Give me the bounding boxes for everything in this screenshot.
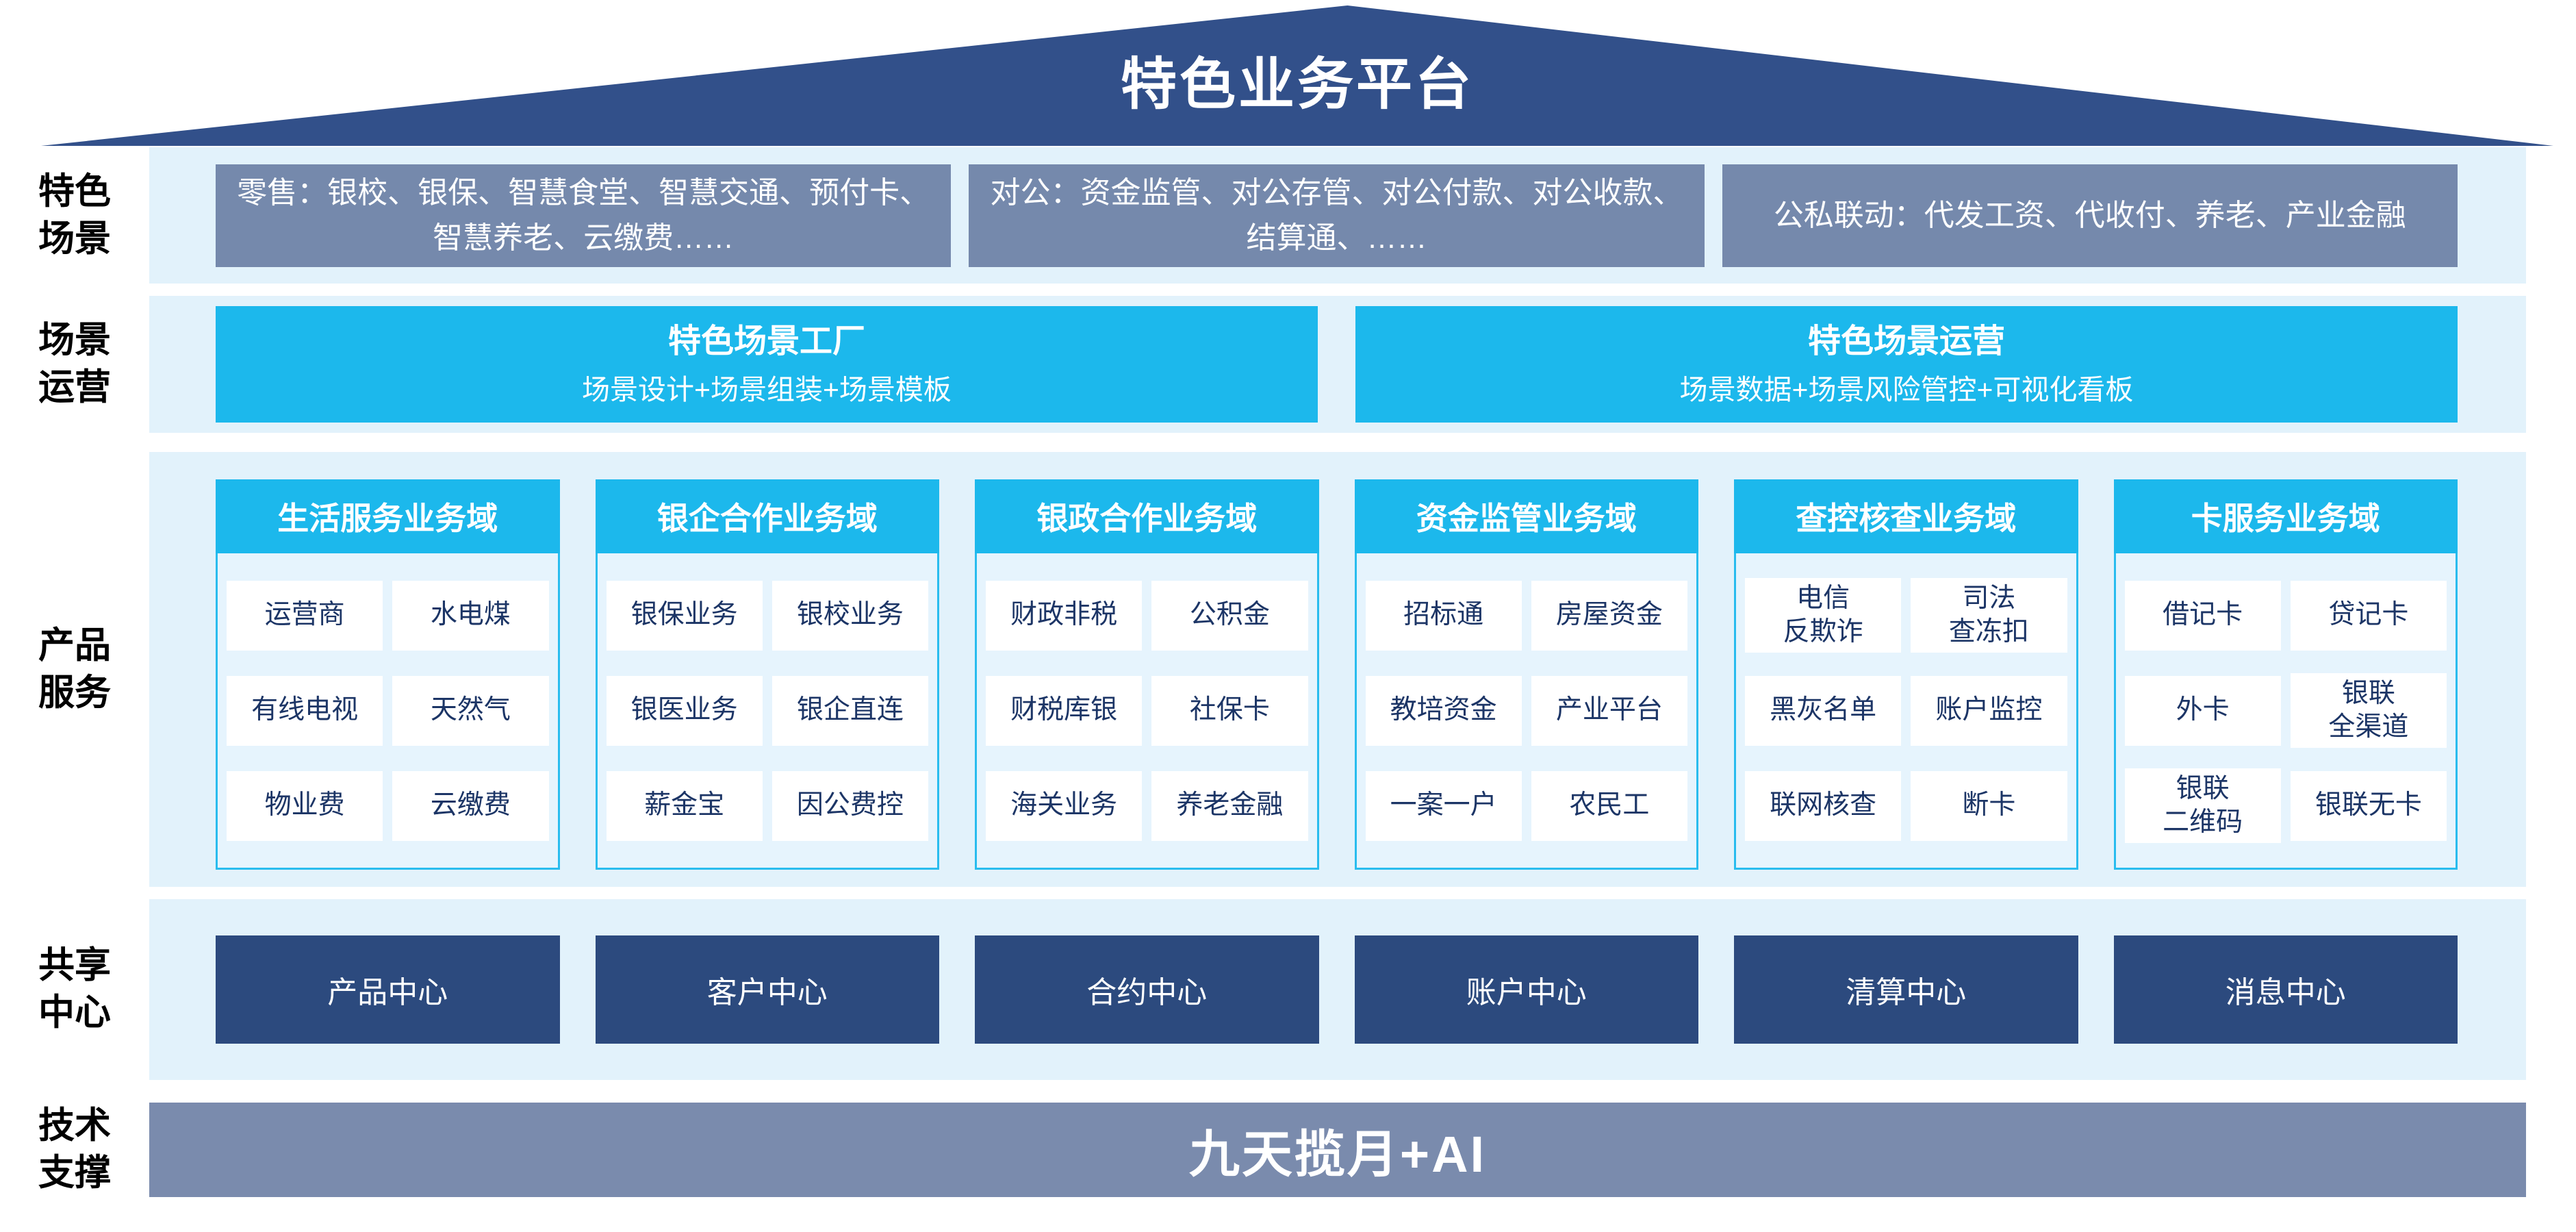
row-tech-support: 技术 支撑 九天揽月+AI (0, 1103, 2576, 1197)
row-scene-operations: 场景 运营 特色场景工厂 场景设计+场景组装+场景模板 特色场景运营 场景数据+… (0, 296, 2576, 433)
product-column-bank-enterprise: 银企合作业务域 银保业务 银校业务 银医业务 银企直连 薪金宝 因公费控 (595, 479, 939, 870)
product-cell: 断卡 (1911, 770, 2067, 841)
center-box-product: 产品中心 (216, 935, 560, 1044)
product-cell: 招标通 (1365, 580, 1522, 651)
product-column-bank-government: 银政合作业务域 财政非税 公积金 财税库银 社保卡 海关业务 养老金融 (975, 479, 1319, 870)
product-cell: 海关业务 (986, 770, 1143, 841)
product-column-fund-supervision: 资金监管业务域 招标通 房屋资金 教培资金 产业平台 一案一户 农民工 (1354, 479, 1698, 870)
side-label-products: 产品 服务 (38, 625, 111, 713)
column-body: 运营商 水电煤 有线电视 天然气 物业费 云缴费 (216, 553, 560, 870)
product-cell: 有线电视 (227, 675, 383, 746)
product-cell: 电信 反欺诈 (1745, 577, 1902, 653)
center-box-contract: 合约中心 (975, 935, 1319, 1044)
row-shared-centers: 共享 中心 产品中心 客户中心 合约中心 账户中心 清算中心 消息中心 (0, 899, 2576, 1080)
column-body: 电信 反欺诈 司法 查冻扣 黑灰名单 账户监控 联网核查 断卡 (1734, 553, 2078, 870)
product-cell: 银联无卡 (2290, 770, 2447, 841)
tech-support-bar: 九天揽月+AI (149, 1103, 2526, 1197)
product-cell: 财政非税 (986, 580, 1143, 651)
product-cell: 借记卡 (2124, 580, 2281, 651)
scene-factory-box: 特色场景工厂 场景设计+场景组装+场景模板 (216, 306, 1318, 423)
scene-box-retail: 零售：银校、银保、智慧食堂、智慧交通、预付卡、智慧养老、云缴费…… (216, 164, 952, 267)
side-label-shared: 共享 中心 (38, 945, 111, 1033)
column-body: 银保业务 银校业务 银医业务 银企直连 薪金宝 因公费控 (595, 553, 939, 870)
product-cell: 水电煤 (392, 580, 549, 651)
product-cell: 银企直连 (771, 675, 928, 746)
product-cell: 银校业务 (771, 580, 928, 651)
product-cell: 贷记卡 (2290, 580, 2447, 651)
center-box-account: 账户中心 (1354, 935, 1698, 1044)
product-cell: 教培资金 (1365, 675, 1522, 746)
column-header: 查控核查业务域 (1734, 479, 2078, 553)
shared-band: 产品中心 客户中心 合约中心 账户中心 清算中心 消息中心 (149, 899, 2526, 1080)
scene-operation-title: 特色场景运营 (1807, 323, 2005, 360)
product-cell: 司法 查冻扣 (1911, 577, 2067, 653)
column-header: 银企合作业务域 (595, 479, 939, 553)
platform-title: 特色业务平台 (1120, 53, 1474, 116)
scene-box-corporate: 对公：资金监管、对公存管、对公付款、对公收款、结算通、…… (969, 164, 1705, 267)
product-cell: 产业平台 (1531, 675, 1687, 746)
product-cell: 薪金宝 (606, 770, 763, 841)
product-cell: 云缴费 (392, 770, 549, 841)
operations-band: 特色场景工厂 场景设计+场景组装+场景模板 特色场景运营 场景数据+场景风险管控… (149, 296, 2526, 433)
scene-operation-subtitle: 场景数据+场景风险管控+可视化看板 (1679, 373, 2134, 405)
product-cell: 社保卡 (1151, 675, 1308, 746)
product-cell: 账户监控 (1911, 675, 2067, 746)
center-box-customer: 客户中心 (595, 935, 939, 1044)
product-cell: 物业费 (227, 770, 383, 841)
product-cell: 农民工 (1531, 770, 1687, 841)
product-cell: 银联 二维码 (2124, 768, 2281, 844)
column-header: 卡服务业务域 (2113, 479, 2458, 553)
scene-operation-box: 特色场景运营 场景数据+场景风险管控+可视化看板 (1355, 306, 2458, 423)
side-label-operations: 场景 运营 (38, 320, 111, 407)
product-column-card-services: 卡服务业务域 借记卡 贷记卡 外卡 银联 全渠道 银联 二维码 银联无卡 (2113, 479, 2458, 870)
product-cell: 外卡 (2124, 675, 2281, 746)
column-header: 资金监管业务域 (1354, 479, 1698, 553)
scene-factory-subtitle: 场景设计+场景组装+场景模板 (582, 373, 952, 405)
product-cell: 联网核查 (1745, 770, 1902, 841)
scene-factory-title: 特色场景工厂 (667, 323, 865, 360)
platform-roof: 特色业务平台 (41, 5, 2553, 146)
product-cell: 因公费控 (771, 770, 928, 841)
column-body: 借记卡 贷记卡 外卡 银联 全渠道 银联 二维码 银联无卡 (2113, 553, 2458, 870)
product-cell: 房屋资金 (1531, 580, 1687, 651)
column-body: 财政非税 公积金 财税库银 社保卡 海关业务 养老金融 (975, 553, 1319, 870)
product-cell: 运营商 (227, 580, 383, 651)
product-cell: 财税库银 (986, 675, 1143, 746)
column-header: 生活服务业务域 (216, 479, 560, 553)
product-cell: 银保业务 (606, 580, 763, 651)
row-product-services: 产品 服务 生活服务业务域 运营商 水电煤 有线电视 天然气 物业费 云缴费 银… (0, 452, 2576, 887)
column-header: 银政合作业务域 (975, 479, 1319, 553)
center-box-clearing: 清算中心 (1734, 935, 2078, 1044)
product-cell: 黑灰名单 (1745, 675, 1902, 746)
scenes-band: 零售：银校、银保、智慧食堂、智慧交通、预付卡、智慧养老、云缴费…… 对公：资金监… (149, 147, 2526, 284)
product-cell: 银联 全渠道 (2290, 672, 2447, 749)
side-label-scenes: 特色 场景 (38, 171, 111, 259)
products-band: 生活服务业务域 运营商 水电煤 有线电视 天然气 物业费 云缴费 银企合作业务域… (149, 452, 2526, 887)
product-cell: 银医业务 (606, 675, 763, 746)
product-cell: 养老金融 (1151, 770, 1308, 841)
product-column-inspection: 查控核查业务域 电信 反欺诈 司法 查冻扣 黑灰名单 账户监控 联网核查 断卡 (1734, 479, 2078, 870)
column-body: 招标通 房屋资金 教培资金 产业平台 一案一户 农民工 (1354, 553, 1698, 870)
scene-box-public-private: 公私联动：代发工资、代收付、养老、产业金融 (1722, 164, 2458, 267)
product-column-life-services: 生活服务业务域 运营商 水电煤 有线电视 天然气 物业费 云缴费 (216, 479, 560, 870)
product-cell: 天然气 (392, 675, 549, 746)
center-box-message: 消息中心 (2113, 935, 2458, 1044)
product-cell: 一案一户 (1365, 770, 1522, 841)
row-featured-scenes: 特色 场景 零售：银校、银保、智慧食堂、智慧交通、预付卡、智慧养老、云缴费…… … (0, 147, 2576, 284)
side-label-tech: 技术 支撑 (38, 1105, 111, 1193)
product-cell: 公积金 (1151, 580, 1308, 651)
